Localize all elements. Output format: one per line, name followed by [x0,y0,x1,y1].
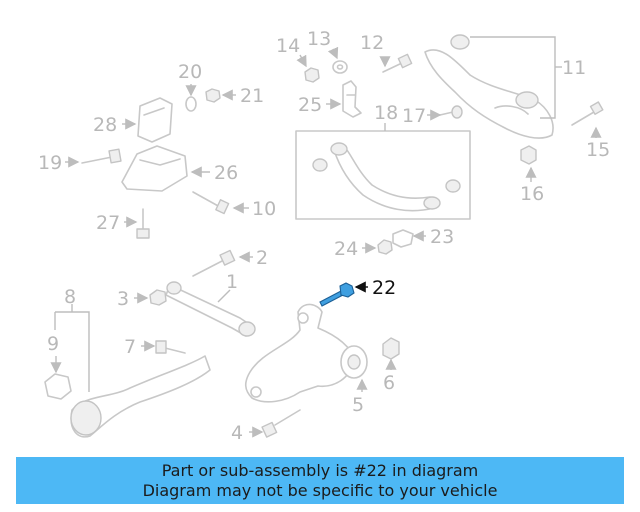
part-22-bolt-highlighted[interactable] [319,282,355,307]
part-8-trailing-arm[interactable] [70,355,211,438]
part-24-nut[interactable] [377,239,393,255]
part-23-bracket[interactable] [392,229,414,248]
callout-8: 8 [54,286,90,392]
svg-text:19: 19 [38,152,62,174]
callout-14: 14 [276,35,307,68]
callout-28: 28 [93,114,137,136]
svg-text:5: 5 [352,394,364,416]
svg-text:28: 28 [93,114,117,136]
callout-21: 21 [221,85,264,107]
callout-1: 1 [217,271,238,303]
part-13-washer[interactable] [332,60,348,74]
svg-text:21: 21 [240,85,264,107]
svg-text:14: 14 [276,35,300,57]
part-15-bolt[interactable] [571,101,604,126]
part-26-mount[interactable] [121,145,188,192]
part-18-toe-link[interactable] [295,130,471,220]
svg-text:25: 25 [298,94,322,116]
svg-text:10: 10 [252,198,276,220]
svg-text:12: 12 [360,32,384,54]
svg-text:16: 16 [520,183,544,205]
callout-24: 24 [334,238,377,260]
callout-26: 26 [190,162,238,184]
svg-text:26: 26 [214,162,238,184]
banner-line-part: Part or sub-assembly is #22 in diagram [161,461,479,480]
part-11-lower-control-arm[interactable] [424,34,554,139]
svg-text:6: 6 [383,372,395,394]
svg-text:9: 9 [47,333,59,355]
svg-text:15: 15 [586,139,610,161]
part-6-hub-bolt[interactable] [382,337,400,360]
callout-18: 18 [374,102,398,131]
svg-text:24: 24 [334,238,358,260]
part-10-bolt[interactable] [192,191,230,215]
callout-22: 22 [354,277,396,299]
part-19-bolt[interactable] [81,148,122,164]
svg-text:2: 2 [256,247,268,269]
svg-text:1: 1 [226,271,238,293]
part-12-bolt[interactable] [382,53,413,73]
callout-15: 15 [586,126,610,161]
svg-text:27: 27 [96,212,120,234]
svg-text:8: 8 [64,286,76,308]
part-14-nut[interactable] [304,67,320,83]
callout-12: 12 [360,32,391,68]
callout-6: 6 [383,358,397,394]
parts-diagram: 11 12 13 14 25 17 [38,28,610,444]
part-4-bolt[interactable] [261,409,301,438]
svg-text:20: 20 [178,61,202,83]
callout-2: 2 [238,247,268,269]
part-16-bushing[interactable] [520,145,537,165]
svg-text:23: 23 [430,226,454,248]
part-28-mount[interactable] [137,97,173,143]
part-20-washer[interactable] [185,96,197,112]
svg-text:18: 18 [374,102,398,124]
svg-text:4: 4 [231,422,243,444]
callout-17: 17 [402,105,442,127]
callout-23: 23 [412,226,454,248]
part-27-bolt[interactable] [136,208,150,239]
callout-3: 3 [117,288,149,310]
callout-16: 16 [520,166,544,205]
part-9-bushing[interactable] [44,373,72,400]
part-1-upper-arm[interactable] [165,281,256,337]
svg-text:11: 11 [562,57,586,79]
part-25-bracket[interactable] [342,80,362,118]
callout-4: 4 [231,422,264,444]
callout-13: 13 [307,28,339,60]
part-2-bolt[interactable] [192,249,236,277]
callout-20: 20 [178,61,202,97]
callout-19: 19 [38,152,80,174]
callout-27: 27 [96,212,138,234]
part-17-bolt[interactable] [439,105,463,119]
callout-9: 9 [47,333,62,374]
part-21-nut[interactable] [205,88,221,103]
banner-line-disclaimer: Diagram may not be specific to your vehi… [142,481,498,500]
svg-text:17: 17 [402,105,426,127]
part-5-knuckle[interactable] [244,303,368,403]
svg-text:3: 3 [117,288,129,310]
part-3-nut[interactable] [149,289,167,306]
svg-text:13: 13 [307,28,331,50]
callout-11: 11 [470,36,586,119]
callout-5: 5 [352,378,368,416]
svg-text:22: 22 [372,277,396,299]
info-banner: Part or sub-assembly is #22 in diagram D… [16,457,624,504]
callout-7: 7 [124,336,156,358]
part-7-bolt[interactable] [155,340,186,354]
callout-25: 25 [298,94,342,116]
callout-10: 10 [232,198,276,220]
svg-text:7: 7 [124,336,136,358]
